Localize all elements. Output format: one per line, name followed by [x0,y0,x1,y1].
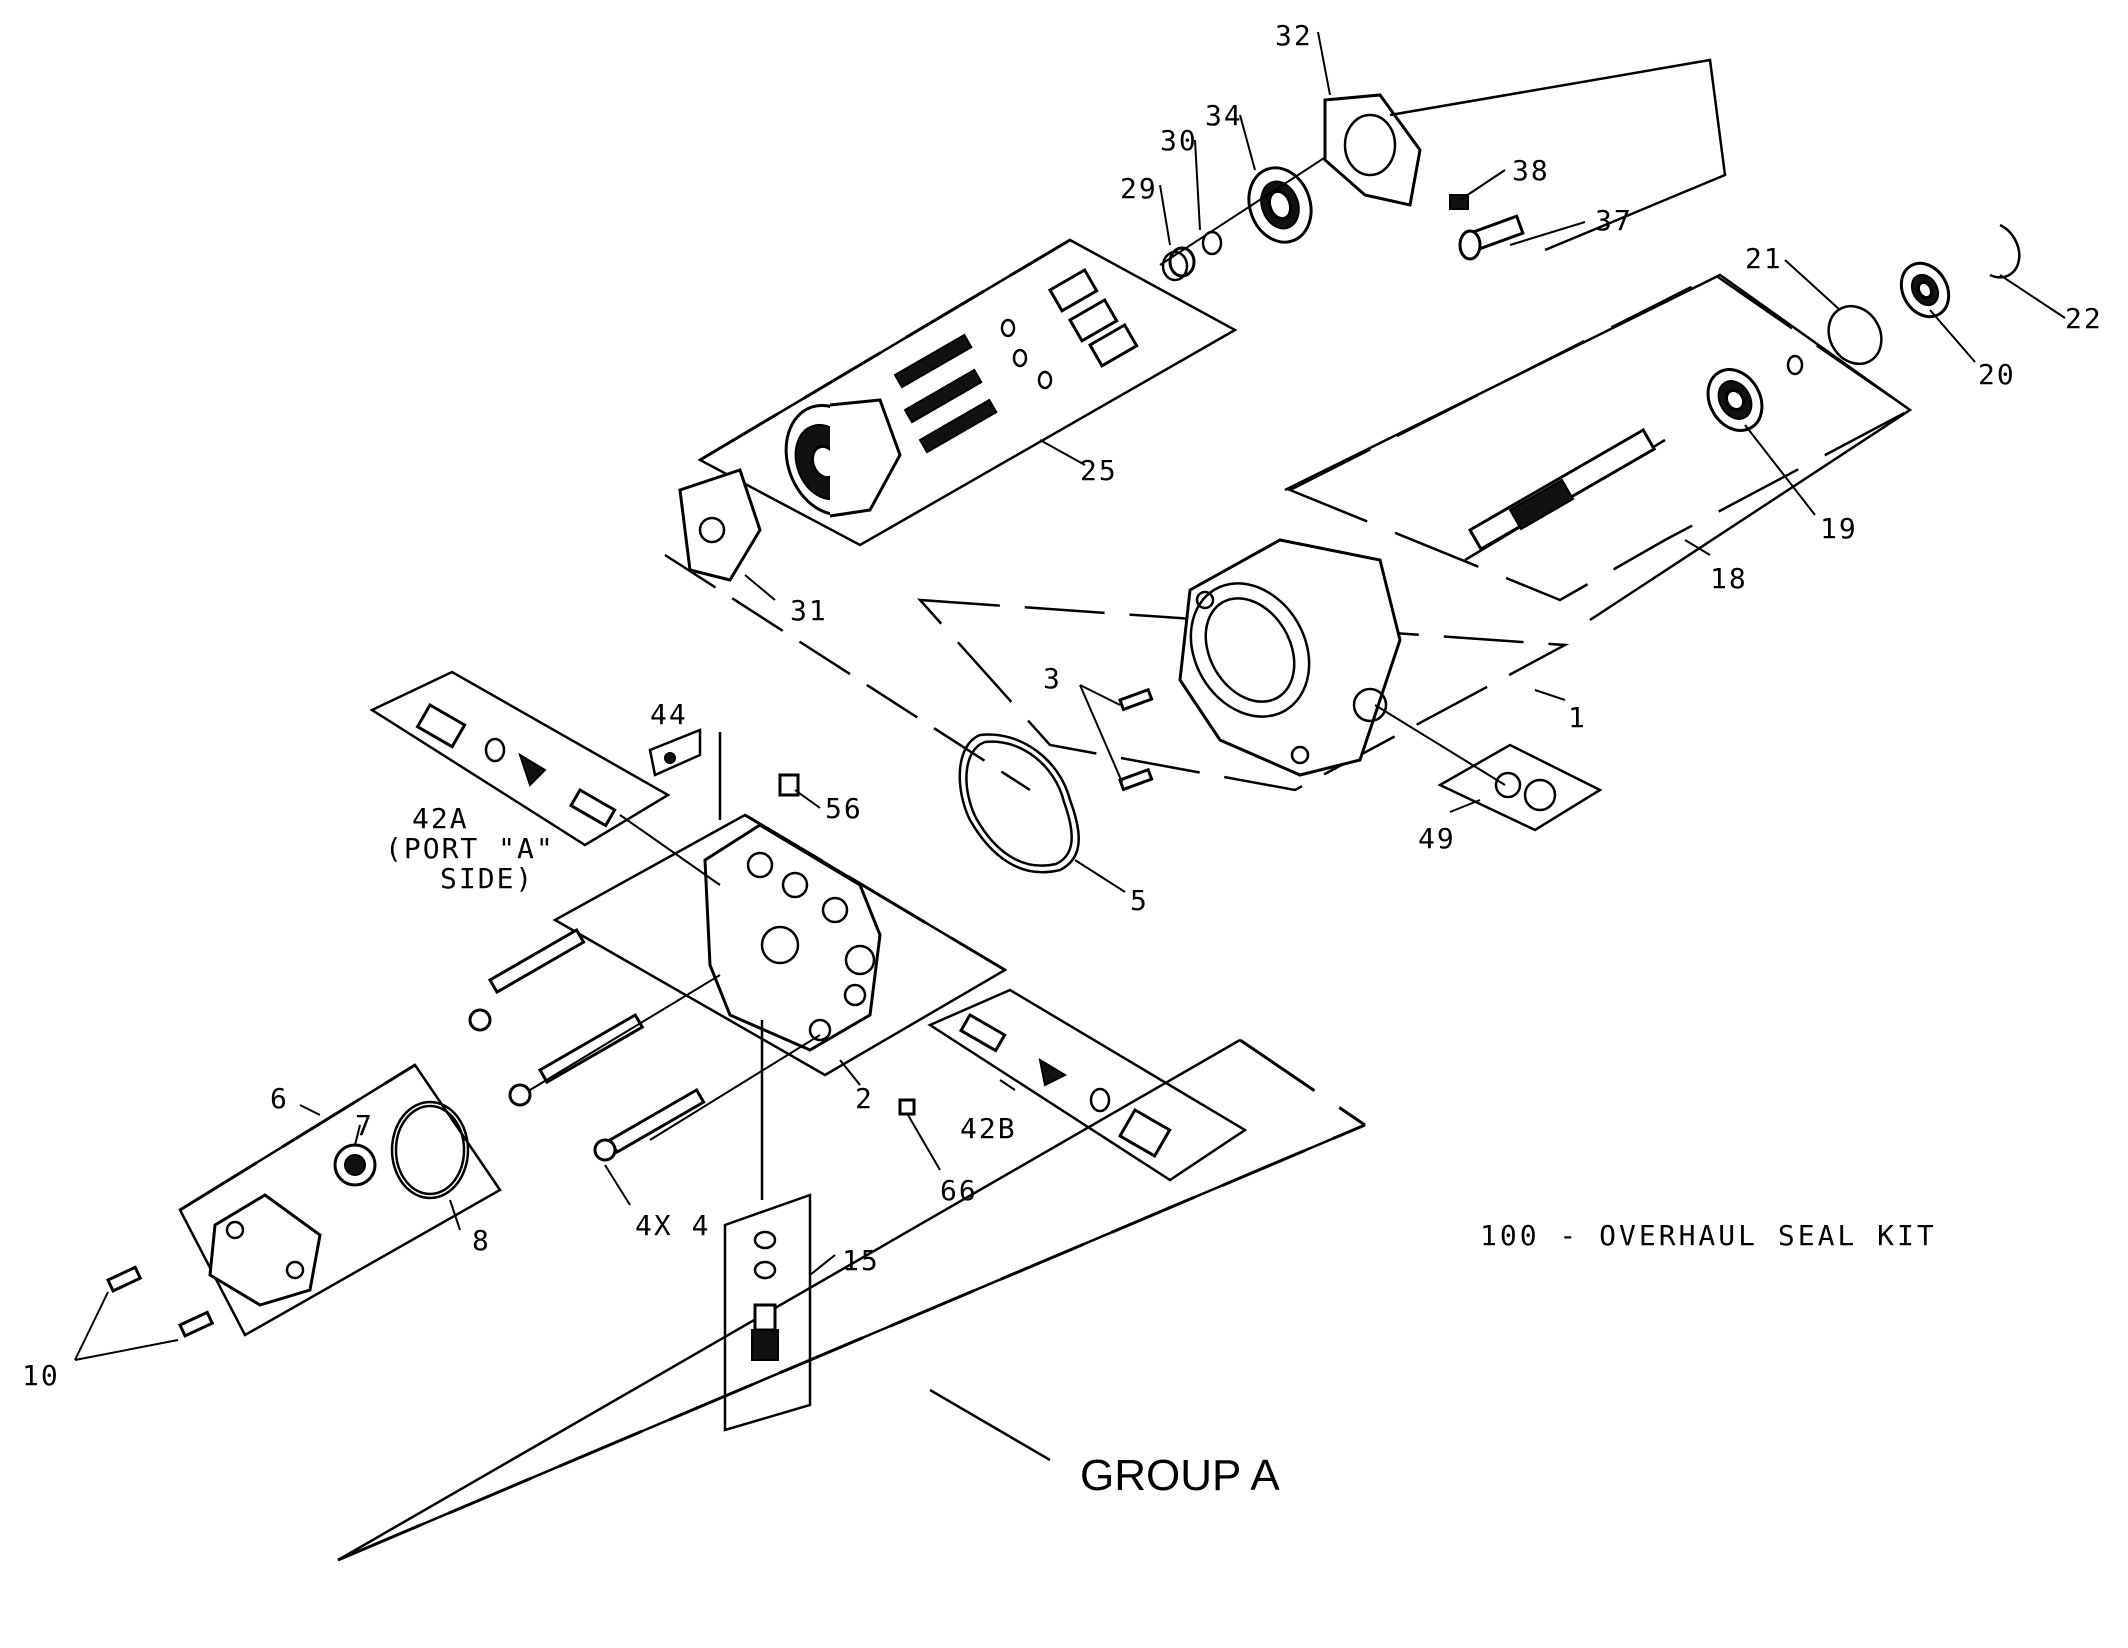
valve-box-15 [723,1193,812,1432]
overhaul-seal-kit-note: 100 - OVERHAUL SEAL KIT [1480,1219,1937,1252]
trunnion-cover-32 [1323,58,1727,252]
shaft-box [1286,273,1913,602]
callout-labels: 32 34 30 29 38 37 21 22 20 19 18 1 3 49 … [22,19,2103,1500]
housing-part [1178,538,1402,777]
callout-7: 7 [355,1109,374,1142]
screws-10 [74,1265,215,1361]
seal-34 [1247,166,1313,244]
housing-box [917,273,1913,792]
callout-10: 10 [22,1359,60,1392]
valve-box-42a [369,670,721,886]
oring-21 [1827,304,1883,366]
valve-plate-31 [678,468,762,582]
callout-1: 1 [1568,701,1587,734]
dowel-pins [1079,684,1154,792]
callout-32: 32 [1275,19,1313,52]
callout-18: 18 [1710,562,1748,595]
charge-box-6 [178,1063,502,1337]
retaining-ring-22 [1989,223,2021,279]
callout-3: 3 [1043,662,1062,695]
box-44 [648,728,702,777]
cylinder-box [697,238,1238,547]
callout-8: 8 [472,1224,491,1257]
callout-22: 22 [2065,302,2103,335]
bearing-19 [1706,354,1804,432]
callout-66: 66 [940,1174,978,1207]
callout-37: 37 [1595,204,1633,237]
group-a-leader [929,1388,1051,1462]
callout-29: 29 [1120,172,1158,205]
callout-56: 56 [825,792,863,825]
callout-31: 31 [790,594,828,627]
seal-box-49 [1374,704,1603,832]
pistons [893,267,1139,454]
callout-2: 2 [855,1082,874,1115]
callout-15: 15 [842,1244,880,1277]
callout-6: 6 [270,1082,289,1115]
bearing-20 [1899,261,1951,319]
callout-34: 34 [1205,99,1243,132]
cylinder-block [784,398,902,518]
callout-38: 38 [1512,154,1550,187]
callout-42a-port: (PORT "A" [385,832,555,865]
callout-49: 49 [1418,822,1456,855]
oring-5 [958,733,1080,874]
plug-66 [898,1098,916,1116]
callout-42a-side: SIDE) [440,862,534,895]
callout-leaders [299,31,2066,1276]
callout-20: 20 [1978,358,2016,391]
valve-box-42b [927,988,1248,1182]
callout-5: 5 [1130,884,1149,917]
plug-56 [778,773,800,797]
callout-21: 21 [1745,242,1783,275]
callout-44: 44 [650,698,688,731]
group-a-label: GROUP A [1080,1451,1280,1500]
callout-25: 25 [1080,454,1118,487]
callout-42b: 42B [960,1112,1017,1145]
endcap-part [703,823,882,1052]
bolts-4 [468,927,821,1162]
callout-30: 30 [1160,124,1198,157]
control-shaft-37 [1458,214,1525,261]
callout-42a: 42A [412,802,469,835]
input-shaft [1464,427,1666,562]
callout-19: 19 [1820,512,1858,545]
callout-4: 4X 4 [635,1209,710,1242]
